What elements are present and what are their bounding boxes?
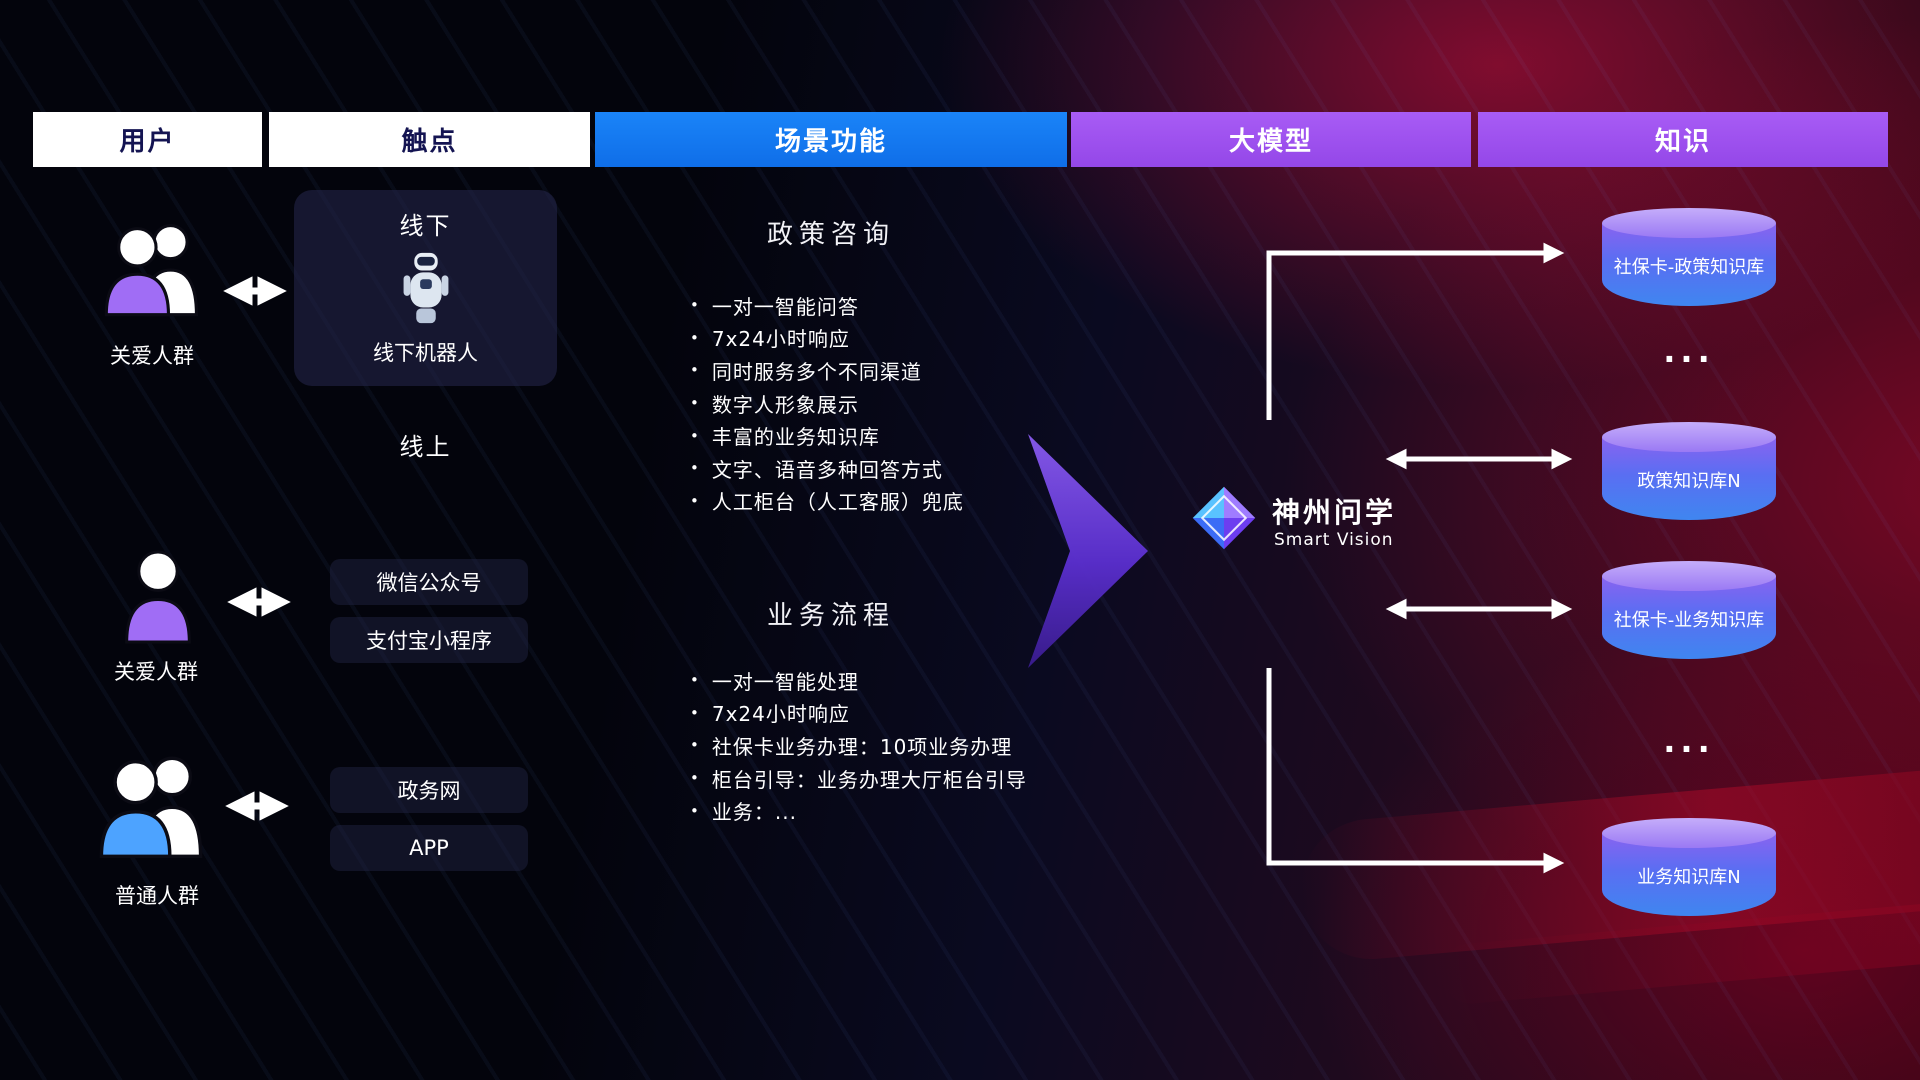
kb-ellipsis: ... <box>1663 722 1715 760</box>
cylinder-top <box>1602 561 1776 591</box>
touchpoint-gov: 政务网 <box>330 767 528 813</box>
business-process-list: 一对一智能处理 7x24小时响应 社保卡业务办理：10项业务办理 柜台引导：业务… <box>690 664 1027 827</box>
kb-label: 社保卡-政策知识库 <box>1613 256 1765 278</box>
list-item: 7x24小时响应 <box>690 697 1027 730</box>
header-scenario: 场景功能 <box>595 112 1067 167</box>
flow-arrow <box>1028 428 1148 678</box>
online-title: 线上 <box>399 433 452 461</box>
policy-consult-list: 一对一智能问答 7x24小时响应 同时服务多个不同渠道 数字人形象展示 丰富的业… <box>690 289 964 517</box>
cylinder-top <box>1602 818 1776 848</box>
list-item: 人工柜台（人工客服）兜底 <box>690 485 964 518</box>
kb-cylinder-policy-n: 政策知识库N <box>1602 422 1776 520</box>
offline-robot-label: 线下机器人 <box>373 341 478 365</box>
list-item: 丰富的业务知识库 <box>690 419 964 452</box>
touchpoint-app: APP <box>330 825 528 871</box>
list-item: 一对一智能处理 <box>690 664 1027 697</box>
kb-cylinder-business-n: 业务知识库N <box>1602 818 1776 916</box>
kb-label: 社保卡-业务知识库 <box>1613 609 1765 631</box>
touchpoint-wechat: 微信公众号 <box>330 559 528 605</box>
group-people-icon <box>98 216 212 324</box>
kb-cylinder-sscard-policy: 社保卡-政策知识库 <box>1602 208 1776 306</box>
business-process-title: 业务流程 <box>766 601 895 631</box>
header-knowledge: 知识 <box>1478 112 1888 167</box>
header-touchpoint: 触点 <box>269 112 590 167</box>
policy-consult-title: 政策咨询 <box>766 220 895 250</box>
list-item: 一对一智能问答 <box>690 289 964 322</box>
list-item: 社保卡业务办理：10项业务办理 <box>690 729 1027 762</box>
user-group-label: 关爱人群 <box>110 344 194 368</box>
header-user: 用户 <box>33 112 262 167</box>
kb-label: 业务知识库N <box>1637 866 1741 888</box>
group-people-blue-icon <box>92 748 218 866</box>
cylinder-top <box>1602 208 1776 238</box>
offline-title: 线下 <box>399 212 452 240</box>
list-item: 业务：... <box>690 794 1027 827</box>
kb-label: 政策知识库N <box>1637 470 1741 492</box>
touchpoint-alipay: 支付宝小程序 <box>330 617 528 663</box>
kb-cylinder-sscard-business: 社保卡-业务知识库 <box>1602 561 1776 659</box>
header-model: 大模型 <box>1071 112 1471 167</box>
list-item: 7x24小时响应 <box>690 322 964 355</box>
offline-touchpoint-card: 线下 线下机器人 <box>294 190 557 386</box>
smart-vision-logo-icon <box>1190 484 1258 556</box>
cylinder-top <box>1602 422 1776 452</box>
user-person-label: 关爱人群 <box>114 660 198 684</box>
list-item: 数字人形象展示 <box>690 387 964 420</box>
model-name: 神州问学 <box>1272 496 1397 529</box>
list-item: 同时服务多个不同渠道 <box>690 354 964 387</box>
person-icon <box>122 549 194 649</box>
list-item: 文字、语音多种回答方式 <box>690 452 964 485</box>
list-item: 柜台引导：业务办理大厅柜台引导 <box>690 762 1027 795</box>
model-subtitle: Smart Vision <box>1274 530 1394 550</box>
robot-icon <box>396 249 456 329</box>
kb-ellipsis: ... <box>1663 332 1715 370</box>
user-general-label: 普通人群 <box>115 884 199 908</box>
